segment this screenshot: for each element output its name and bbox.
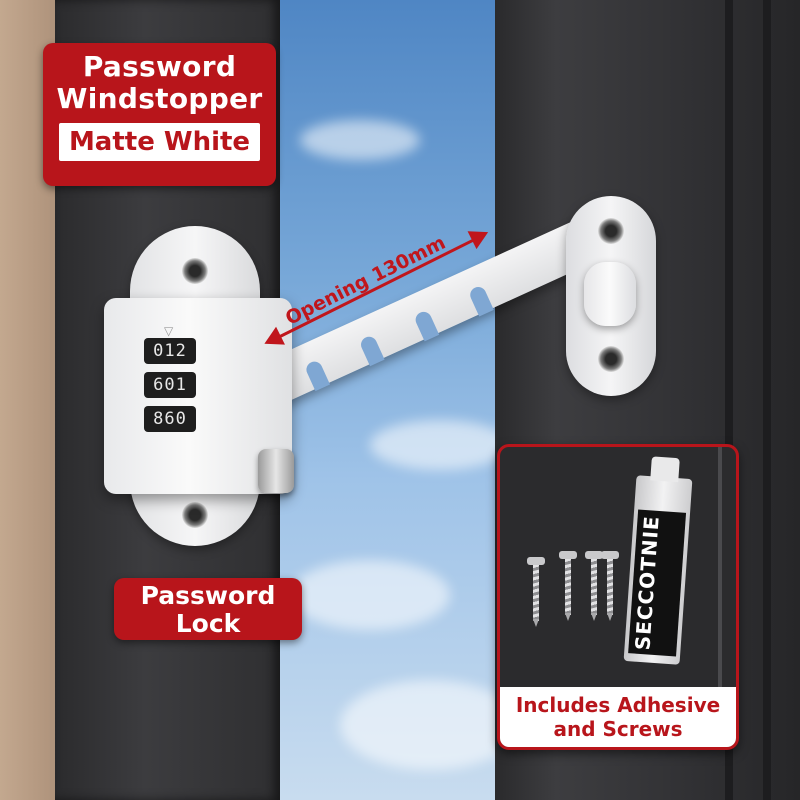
dial-2: 601 [144, 372, 196, 398]
accessories-inset: SECCOTNIE Includes Adhesive and Screws [497, 444, 739, 750]
title-badge: Password Windstopper Matte White [43, 43, 276, 186]
screw-hole [182, 502, 208, 528]
screw-hole [182, 258, 208, 284]
inset-caption: Includes Adhesive and Screws [500, 687, 736, 747]
screw-icon [585, 551, 603, 621]
lock-badge-line-1: Password [140, 581, 276, 610]
pivot-screw [258, 449, 294, 493]
dial-indicator-icon: ▽ [164, 324, 174, 338]
title-line-1: Password [82, 50, 237, 83]
inset-caption-line-2: and Screws [553, 717, 683, 741]
inset-caption-line-1: Includes Adhesive [515, 693, 721, 717]
color-subtitle: Matte White [58, 123, 261, 161]
sky-window-gap [280, 0, 520, 800]
screw-hole [598, 218, 624, 244]
screw-icon [559, 551, 577, 621]
arm-hinge [584, 262, 636, 326]
adhesive-tube: SECCOTNIE [623, 456, 693, 665]
screw-icon [601, 551, 619, 621]
dial-1: 012 [144, 338, 196, 364]
title-line-2: Windstopper [56, 82, 263, 115]
dial-3: 860 [144, 406, 196, 432]
lock-badge-line-2: Lock [175, 609, 241, 638]
screw-hole [598, 346, 624, 372]
lock-badge: Password Lock [114, 578, 302, 640]
screw-icon [527, 557, 545, 627]
